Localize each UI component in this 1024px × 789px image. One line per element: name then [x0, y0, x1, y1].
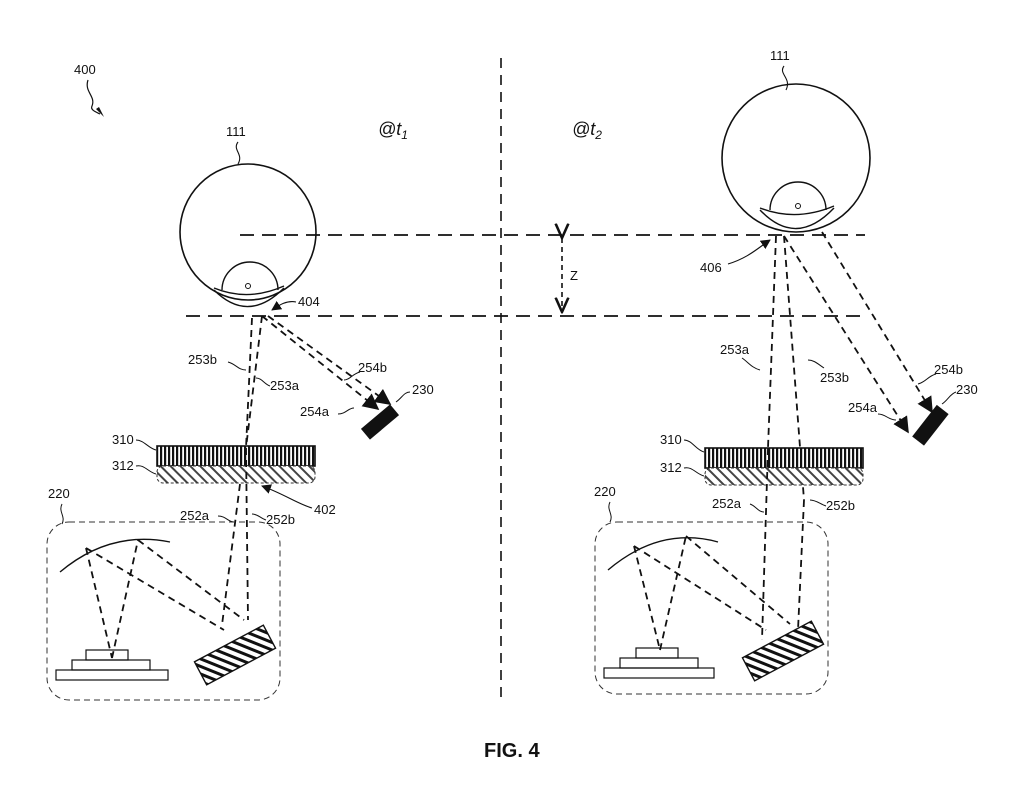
label-eye-right: 111: [770, 48, 790, 63]
label-312-right: 312: [660, 460, 682, 475]
z-label: Z: [570, 268, 578, 283]
ray-254b-left: [267, 315, 392, 405]
leader-312-right: [683, 467, 705, 477]
label-402: 402: [314, 502, 336, 517]
label-252b-right: 252b: [826, 498, 855, 513]
ref-400-leader: [86, 79, 101, 115]
label-230-left: 230: [412, 382, 434, 397]
leader-230-right: [941, 391, 957, 405]
leader-404: [271, 300, 297, 311]
leader-402: [261, 484, 313, 509]
label-254a-left: 254a: [300, 404, 330, 419]
leader-310-left: [135, 439, 157, 451]
label-310-left: 310: [112, 432, 134, 447]
label-252b-left: 252b: [266, 512, 295, 527]
label-253b-left: 253b: [188, 352, 217, 367]
label-310-right: 310: [660, 432, 682, 447]
leader-253a-left: [255, 377, 271, 387]
ray-252a-left: [221, 483, 241, 626]
label-eye: 111: [226, 124, 246, 139]
label-404: 404: [298, 294, 320, 309]
label-252a-left: 252a: [180, 508, 210, 523]
time-label-t2: @t2: [572, 119, 602, 142]
label-253a-right: 253a: [720, 342, 750, 357]
leader-254a-right: [877, 413, 897, 421]
leader-253b-right: [807, 359, 825, 369]
label-253a-left: 253a: [270, 378, 300, 393]
leader-253a-right: [741, 357, 761, 371]
label-230-right: 230: [956, 382, 978, 397]
leader-230-left: [395, 391, 411, 403]
leader-310-right: [683, 439, 705, 453]
label-254b-left: 254b: [358, 360, 387, 375]
ray-253a-right: [767, 235, 777, 449]
leader-252a-left: [217, 515, 235, 523]
eye-icon: [721, 83, 871, 233]
left-scene: 111 404 253b 253a 254b 254a 230 310 312 …: [46, 124, 434, 701]
figure-caption: FIG. 4: [484, 740, 540, 762]
leader-254b-right: [917, 373, 937, 385]
leader-220-right: [608, 501, 612, 523]
leader-252b-right: [809, 499, 827, 507]
label-312-left: 312: [112, 458, 134, 473]
leader-254a-left: [337, 407, 355, 415]
label-253b-right: 253b: [820, 370, 849, 385]
projector-icon: [594, 521, 829, 695]
ref-400-arrowhead: [96, 107, 104, 117]
camera-icon: [360, 404, 400, 440]
leader-253b-left: [227, 361, 247, 371]
time-label-t1: @t1: [378, 119, 408, 142]
ray-252b-left: [245, 447, 249, 621]
lens-layer-icon: [704, 447, 864, 469]
ray-252a-right: [761, 447, 769, 641]
lens-layer-icon: [156, 445, 316, 467]
projector-icon: [46, 521, 281, 701]
label-220-left: 220: [48, 486, 70, 501]
leader-252a-right: [749, 503, 765, 513]
leader-eye: [235, 141, 241, 165]
leader-312-left: [135, 465, 157, 475]
leader-252b-left: [251, 513, 267, 521]
leader-406: [727, 239, 771, 265]
ray-253a-left: [245, 315, 263, 449]
layer-312-left: [156, 465, 316, 484]
label-254a-right: 254a: [848, 400, 878, 415]
eye-icon: [179, 163, 317, 308]
ray-254a-right: [783, 235, 909, 434]
label-254b-right: 254b: [934, 362, 963, 377]
leader-254b-left: [343, 371, 361, 381]
label-252a-right: 252a: [712, 496, 742, 511]
label-406: 406: [700, 260, 722, 275]
layer-312-right: [704, 467, 864, 486]
ref-number-400: 400: [74, 62, 96, 77]
ray-253b-left: [245, 317, 253, 449]
label-220-right: 220: [594, 484, 616, 499]
leader-eye-right: [782, 65, 788, 91]
ray-254a-left: [261, 315, 380, 411]
right-scene: 111 406 253a 253b 254b 254a 230 310 312 …: [594, 48, 978, 695]
leader-220-left: [60, 503, 64, 525]
camera-icon: [912, 404, 949, 446]
ray-252b-right: [797, 499, 805, 631]
